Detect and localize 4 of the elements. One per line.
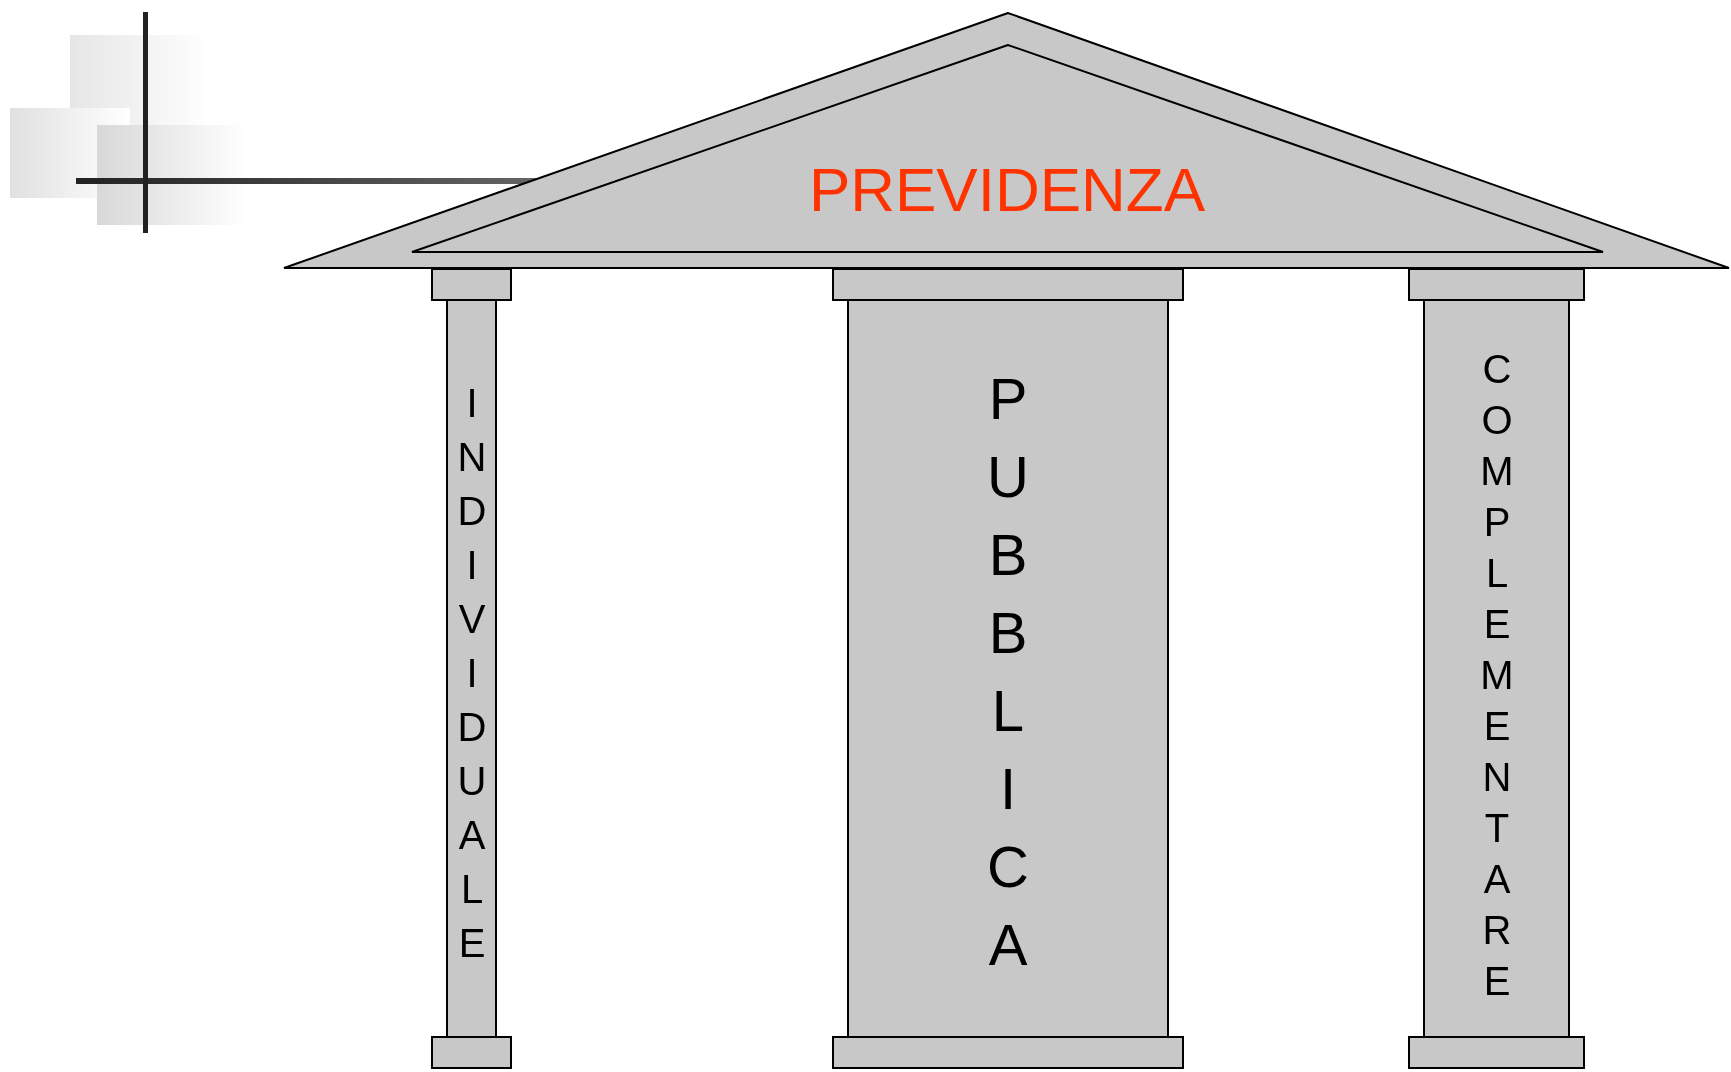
column-label: COMPLEMENTARE	[1474, 346, 1519, 1010]
roof-title: PREVIDENZA	[807, 155, 1207, 225]
column-label: INDIVIDUALE	[449, 381, 494, 975]
column-label: PUBBLICA	[974, 366, 1042, 990]
